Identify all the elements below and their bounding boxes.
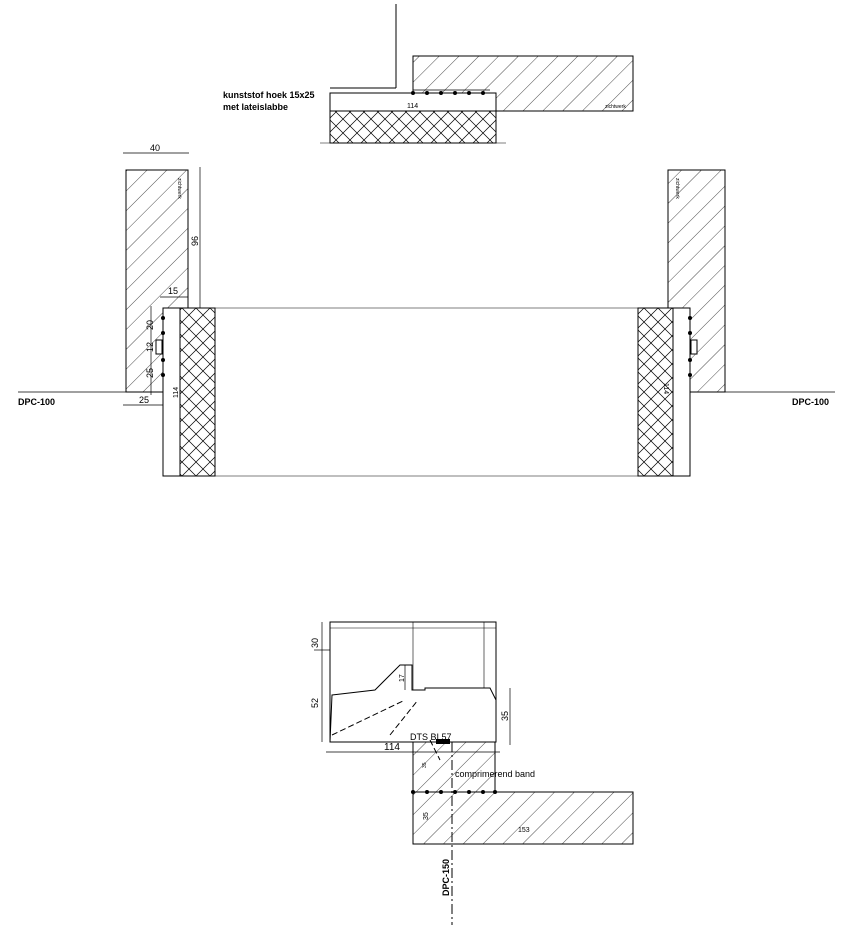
jamb-dimension-lines <box>18 152 835 406</box>
head-note-line2: met lateislabbe <box>223 102 288 112</box>
jamb-fastener-dots <box>155 316 698 377</box>
sill-product-label: DTS BI 57 <box>410 732 452 742</box>
head-note-line1: kunststof hoek 15x25 <box>223 90 315 100</box>
sill-detail: 30 52 17 35 114 DTS BI 57 35 comprimeren… <box>310 621 634 925</box>
jamb-dim-20: 20 <box>145 320 155 330</box>
sill-dpc-label: DPC-150 <box>441 859 451 896</box>
sill-hidden-line-2 <box>389 699 419 736</box>
jamb-zichtwerk-right: zichtwerk <box>674 178 680 199</box>
jamb-zichtwerk-left: zichtwerk <box>176 178 182 199</box>
sill-fastener-dots <box>411 790 497 794</box>
head-fastener-dots <box>411 89 490 95</box>
sill-dim-35-wall: 35 <box>423 812 430 820</box>
sill-dts-seal <box>436 739 450 744</box>
jamb-left-frame-core <box>179 307 216 477</box>
jamb-dim-15: 15 <box>168 286 178 296</box>
jamb-dim-40: 40 <box>150 143 160 153</box>
jamb-dim-114-left: 114 <box>173 387 180 398</box>
jamb-dpc-right: DPC-100 <box>792 397 829 407</box>
sill-dim-30: 30 <box>310 638 320 648</box>
sill-dim-52: 52 <box>310 698 320 708</box>
sill-dim-114: 114 <box>384 742 400 753</box>
sill-brick-lower <box>412 791 634 845</box>
head-frame-section <box>329 110 497 144</box>
sill-dim-153: 153 <box>518 827 530 834</box>
jamb-dpc-left: DPC-100 <box>18 397 55 407</box>
head-detail: kunststof hoek 15x25 met lateislabbe 114… <box>223 4 634 144</box>
jamb-dim-25-horizontal: 25 <box>139 395 149 405</box>
jamb-right-frame-core <box>637 307 674 477</box>
jamb-dim-12: 12 <box>145 342 155 352</box>
sill-dimension-lines <box>314 622 511 753</box>
sill-band-label: comprimerend band <box>455 769 535 779</box>
jamb-dim-96: 96 <box>190 236 200 246</box>
head-dim-114: 114 <box>407 103 418 110</box>
sill-dim-17: 17 <box>399 674 406 682</box>
jamb-dim-25-vertical: 25 <box>145 368 155 378</box>
head-zichtwerk-label: zichtwerk <box>605 104 626 110</box>
sill-dim-35-right: 35 <box>500 711 510 721</box>
sill-hidden-line-1 <box>331 699 406 736</box>
jamb-detail: 40 96 15 20 12 25 25 114 114 zichtwerk z… <box>18 143 835 477</box>
jamb-dim-114-right: 114 <box>662 383 669 394</box>
head-brick-lintel <box>412 55 634 112</box>
sill-dim-35-small: 35 <box>422 762 428 768</box>
